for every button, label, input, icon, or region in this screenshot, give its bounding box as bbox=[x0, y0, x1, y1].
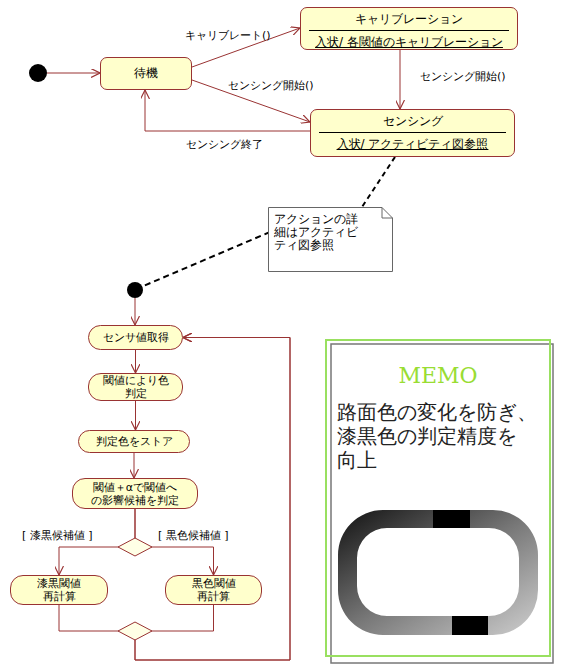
note-shape bbox=[269, 208, 393, 272]
node-text: センサ値取得 bbox=[103, 331, 169, 344]
node-text: MEMO bbox=[327, 363, 549, 388]
node-body: 入状/ アクティビティ図参照 bbox=[337, 136, 489, 153]
transition-label: センシング開始() bbox=[228, 79, 314, 92]
initial-flow bbox=[135, 298, 136, 325]
node-text: 判定色をストア bbox=[96, 435, 173, 448]
note-leader bbox=[141, 232, 270, 287]
memo-box: MEMO 路面色の変化を防ぎ、 漆黒色の判定精度を 向上 bbox=[325, 339, 551, 657]
note-box: アクションの詳細はアクティビティ図参照 bbox=[268, 207, 393, 272]
state-box: キャリブレーション入状/ 各閾値のキャリブレーション bbox=[300, 7, 518, 50]
node-text: アクションの詳細はアクティビティ図参照 bbox=[274, 213, 358, 252]
node-text: 黒色閾値 再計算 bbox=[183, 577, 245, 603]
black-patch bbox=[452, 616, 488, 635]
action-state: 判定色をストア bbox=[78, 430, 190, 453]
initial-transition bbox=[47, 73, 100, 74]
transition-arrow bbox=[135, 350, 136, 373]
action-state: 閾値＋αで閾値へ の影響候補を判定 bbox=[72, 478, 198, 509]
action-state: センサ値取得 bbox=[88, 325, 183, 350]
transition-arrow bbox=[134, 453, 135, 478]
transition-label: [ 漆黒候補値 ] bbox=[22, 529, 93, 542]
node-body: 入状/ 各閾値のキャリブレーション bbox=[315, 34, 503, 51]
node-text: センシング bbox=[319, 113, 506, 133]
merge-diamond bbox=[118, 622, 152, 640]
transition-label: [ 黒色候補値 ] bbox=[158, 529, 229, 542]
state-box: 待機 bbox=[100, 57, 192, 90]
transition-arrow bbox=[400, 50, 401, 109]
action-state: 閾値により色 判定 bbox=[88, 373, 183, 401]
transition-arrow bbox=[135, 509, 214, 575]
track-illustration bbox=[338, 510, 538, 635]
decision-diamond bbox=[118, 538, 152, 556]
node-text: 待機 bbox=[134, 65, 158, 82]
black-patch bbox=[433, 510, 470, 528]
memo-shadow bbox=[331, 344, 553, 663]
state-box: センシング入状/ アクティビティ図参照 bbox=[310, 109, 515, 157]
note-anchor bbox=[362, 157, 395, 207]
node-text: 閾値により色 判定 bbox=[95, 374, 176, 400]
transition-label: キャリブレート() bbox=[185, 29, 271, 42]
transition-label: センシング開始() bbox=[420, 70, 506, 83]
initial-state bbox=[29, 64, 47, 82]
node-text: 閾値＋αで閾値へ の影響候補を判定 bbox=[79, 481, 191, 507]
transition-arrow bbox=[59, 338, 290, 661]
node-text: キャリブレーション bbox=[309, 11, 509, 31]
node-text: 漆黒閾値 再計算 bbox=[28, 577, 90, 603]
activity-initial bbox=[127, 282, 143, 298]
action-state: 黒色閾値 再計算 bbox=[165, 575, 262, 605]
note-fold bbox=[382, 208, 393, 219]
node-body: 路面色の変化を防ぎ、 漆黒色の判定精度を 向上 bbox=[337, 400, 547, 472]
action-state: 漆黒閾値 再計算 bbox=[10, 575, 108, 605]
transition-arrow bbox=[135, 401, 136, 430]
transition-arrow bbox=[145, 90, 310, 131]
transition-label: センシング終了 bbox=[186, 138, 263, 151]
transition-arrow bbox=[59, 509, 135, 575]
